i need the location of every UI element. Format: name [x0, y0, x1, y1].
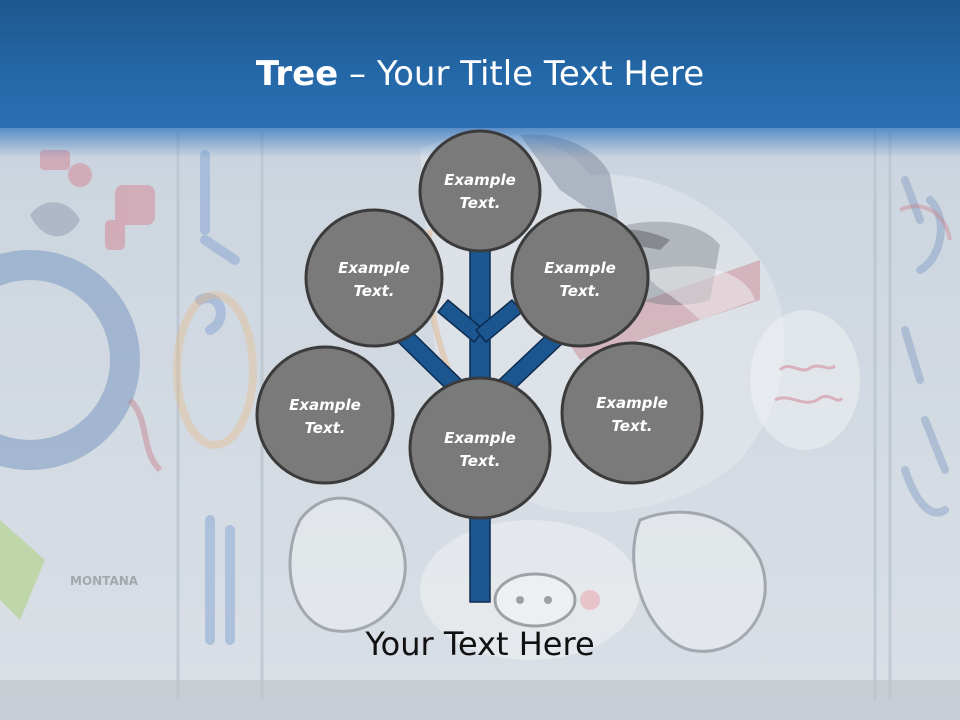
tree-node-lower-left[interactable]: Example Text. [255, 345, 395, 485]
tree-branch-upper-right [475, 299, 523, 343]
tree-trunk-upper [469, 244, 491, 386]
tree-node-upper-right[interactable]: Example Text. [510, 208, 650, 348]
tree-node-top[interactable]: Example Text. [418, 129, 542, 253]
node-label-line2: Text. [353, 282, 394, 300]
node-label-line2: Text. [611, 417, 652, 435]
svg-text:MONTANA: MONTANA [70, 574, 139, 588]
node-label-line2: Text. [459, 194, 500, 212]
title-bar [0, 0, 960, 128]
node-label-line1: Example [338, 259, 410, 277]
title-separator: – [338, 54, 377, 94]
node-label-line2: Text. [459, 452, 500, 470]
node-label-line2: Text. [559, 282, 600, 300]
footer-text[interactable]: Your Text Here [365, 625, 595, 663]
node-label-line1: Example [444, 171, 516, 189]
node-label-line2: Text. [304, 419, 345, 437]
tree-node-center[interactable]: Example Text. [408, 376, 552, 520]
title-bold-part: Tree [255, 54, 339, 94]
tree-node-upper-left[interactable]: Example Text. [304, 208, 444, 348]
node-label-line1: Example [289, 396, 361, 414]
node-label-line1: Example [444, 429, 516, 447]
node-label-line1: Example [544, 259, 616, 277]
node-label-line1: Example [596, 394, 668, 412]
title-main-part: Your Title Text Here [376, 54, 705, 94]
tree-node-lower-right[interactable]: Example Text. [560, 341, 704, 485]
slide-title[interactable]: Tree – Your Title Text Here [0, 52, 960, 96]
